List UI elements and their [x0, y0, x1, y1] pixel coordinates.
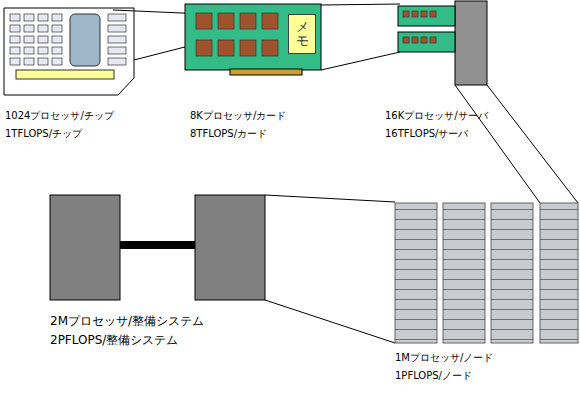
- chip-cell: [52, 47, 62, 54]
- zoom-line: [265, 195, 395, 202]
- rack: [540, 203, 578, 343]
- rack: [443, 203, 485, 343]
- chip-cell: [10, 25, 20, 32]
- rack: [491, 203, 533, 343]
- chip-cell: [52, 25, 62, 32]
- processor-chip: [412, 37, 418, 43]
- caption-label: 1Mプロセッサ/ノード: [395, 352, 493, 364]
- caption-label: 16Kプロセッサ/サーバ: [385, 110, 488, 122]
- caption-label: 1024プロセッサ/チップ: [5, 110, 114, 122]
- chip-core: [70, 14, 100, 66]
- card-board: [185, 4, 321, 70]
- chip-cell: [10, 14, 20, 21]
- chip-cell: [108, 36, 126, 43]
- processor-chip: [240, 40, 256, 56]
- chip-cell: [38, 14, 48, 21]
- processor-chip: [196, 13, 212, 29]
- chip-cell: [38, 36, 48, 43]
- system-box: [195, 195, 265, 300]
- processor-chip: [262, 13, 278, 29]
- processor-chip: [430, 11, 436, 17]
- chip-cell: [10, 58, 20, 65]
- memory-label: メモ: [296, 20, 309, 49]
- chip-cell: [38, 25, 48, 32]
- processor-chip: [218, 40, 234, 56]
- server-card-chips: [403, 11, 436, 43]
- zoom-line: [487, 85, 578, 203]
- chip-cells: [10, 14, 126, 65]
- chip-cell: [52, 14, 62, 21]
- processor-chip: [412, 11, 418, 17]
- zoom-line: [455, 85, 540, 203]
- zoom-line: [265, 300, 395, 343]
- processor-chip: [430, 37, 436, 43]
- chip-cell: [52, 58, 62, 65]
- caption-label: 2Mプロセッサ/整備システム: [50, 314, 204, 328]
- processor-chip: [421, 37, 427, 43]
- system-link: [120, 241, 195, 249]
- caption-label: 8Kプロセッサ/カード: [190, 110, 286, 122]
- processor-chip: [421, 11, 427, 17]
- caption-label: 8TFLOPS/カード: [190, 128, 267, 140]
- chip-cell: [24, 14, 34, 21]
- chip-cell: [24, 36, 34, 43]
- zoom-line: [321, 52, 400, 70]
- caption-label: 16TFLOPS/サーバ: [385, 128, 468, 140]
- zoom-line: [321, 4, 400, 5]
- caption-label: 2PFLOPS/整備システム: [50, 333, 178, 347]
- system-box: [50, 195, 120, 300]
- caption-label: 1PFLOPS/ノード: [395, 370, 472, 382]
- processor-chip: [196, 40, 212, 56]
- card-chips: [196, 13, 278, 56]
- processor-chip: [262, 40, 278, 56]
- chip-cell: [108, 47, 126, 54]
- server-card: [398, 6, 455, 26]
- chip-cell: [108, 58, 126, 65]
- chip-cell: [38, 58, 48, 65]
- caption-label: 1TFLOPS/チップ: [5, 128, 82, 140]
- chip-cell: [24, 47, 34, 54]
- chip-cell: [10, 47, 20, 54]
- chip-cell: [24, 58, 34, 65]
- chip-cell: [38, 47, 48, 54]
- chip-bar: [16, 70, 114, 79]
- processor-chip: [403, 37, 409, 43]
- processor-chip: [403, 11, 409, 17]
- processor-chip: [240, 13, 256, 29]
- chip-cell: [10, 36, 20, 43]
- processor-chip: [218, 13, 234, 29]
- chip-cell: [52, 36, 62, 43]
- chip-cell: [108, 25, 126, 32]
- memory-box: メモ: [288, 14, 316, 54]
- chip-cell: [24, 25, 34, 32]
- server-card: [398, 32, 455, 52]
- rack: [395, 203, 437, 343]
- card-connector: [230, 69, 302, 75]
- chip-outline: [4, 8, 134, 95]
- chip-cell: [108, 14, 126, 21]
- server-box: [455, 1, 487, 85]
